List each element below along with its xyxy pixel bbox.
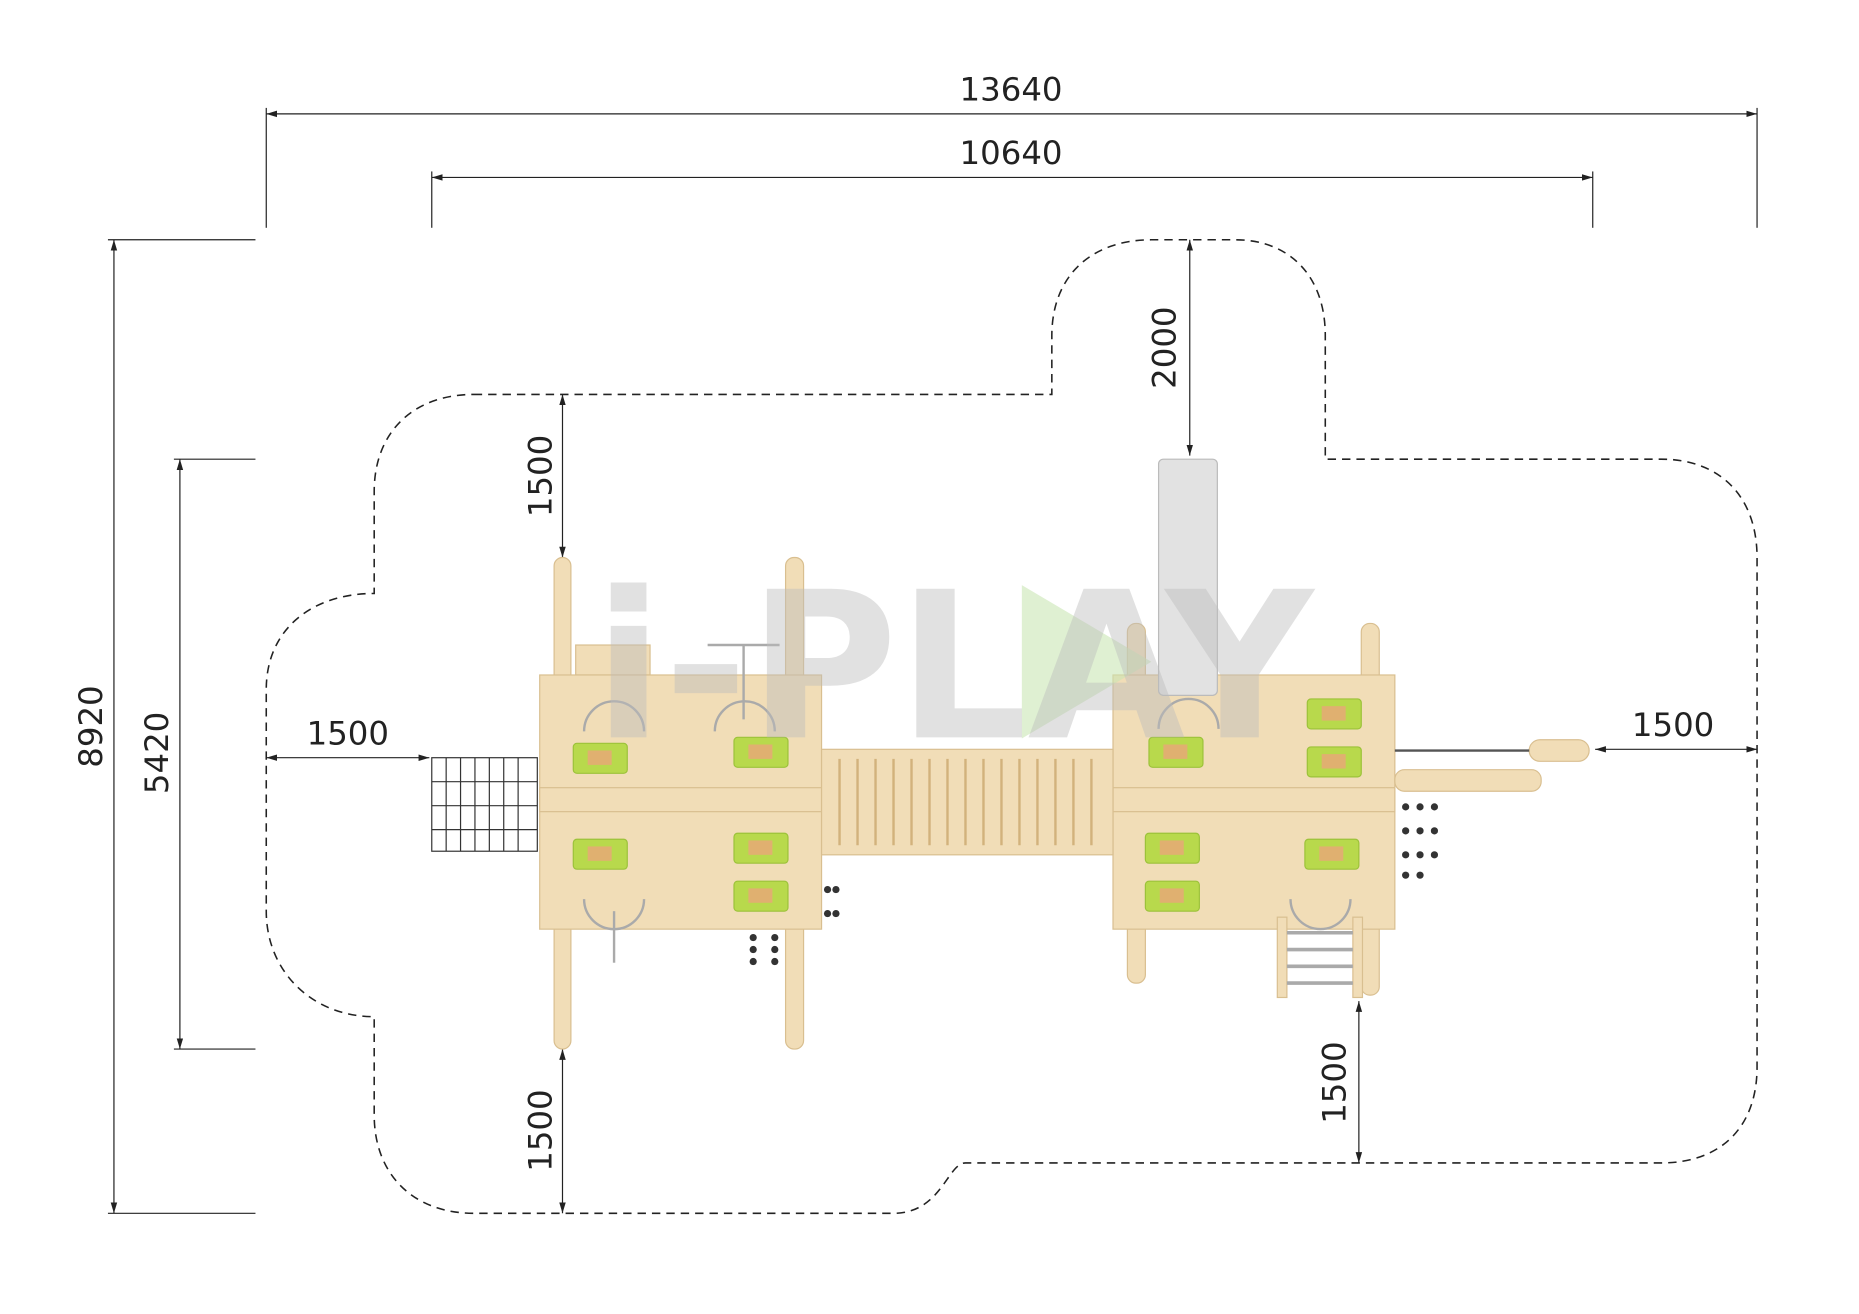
dim-slide-clearance: 2000	[1145, 307, 1183, 389]
dim-overall-depth: 8920	[72, 685, 110, 767]
dim-right-clearance: 1500	[1632, 706, 1714, 744]
left-tower-deck-beam	[539, 787, 823, 813]
dim-bottom-right-clearance: 1500	[1316, 1041, 1354, 1123]
climbing-net	[431, 757, 538, 852]
dim-equipment-width: 10640	[960, 134, 1063, 172]
safety-zone-boundary	[265, 239, 1758, 1215]
dim-equipment-depth: 5420	[138, 712, 176, 794]
dim-overall-width: 13640	[960, 71, 1063, 109]
log-seat	[1528, 739, 1590, 762]
abacus-panel	[749, 803, 1439, 966]
slide	[1157, 458, 1218, 696]
play-structure	[431, 458, 1590, 1050]
dimension-lines	[107, 107, 1758, 1214]
ladder	[1276, 916, 1364, 999]
play-triangle-icon	[1021, 585, 1152, 739]
right-tower-deck-beam	[1112, 787, 1396, 813]
dim-bottom-left-clearance: 1500	[522, 1089, 560, 1171]
bridge	[820, 748, 1114, 856]
windows	[572, 698, 1362, 912]
dim-left-clearance: 1500	[307, 715, 389, 753]
dim-top-left-clearance: 1500	[522, 435, 560, 517]
balance-beam	[1394, 769, 1542, 792]
brand-watermark: i-PLAY	[594, 549, 1316, 786]
handles	[582, 643, 1352, 963]
watermark-text: i-PLAY	[594, 549, 1316, 786]
